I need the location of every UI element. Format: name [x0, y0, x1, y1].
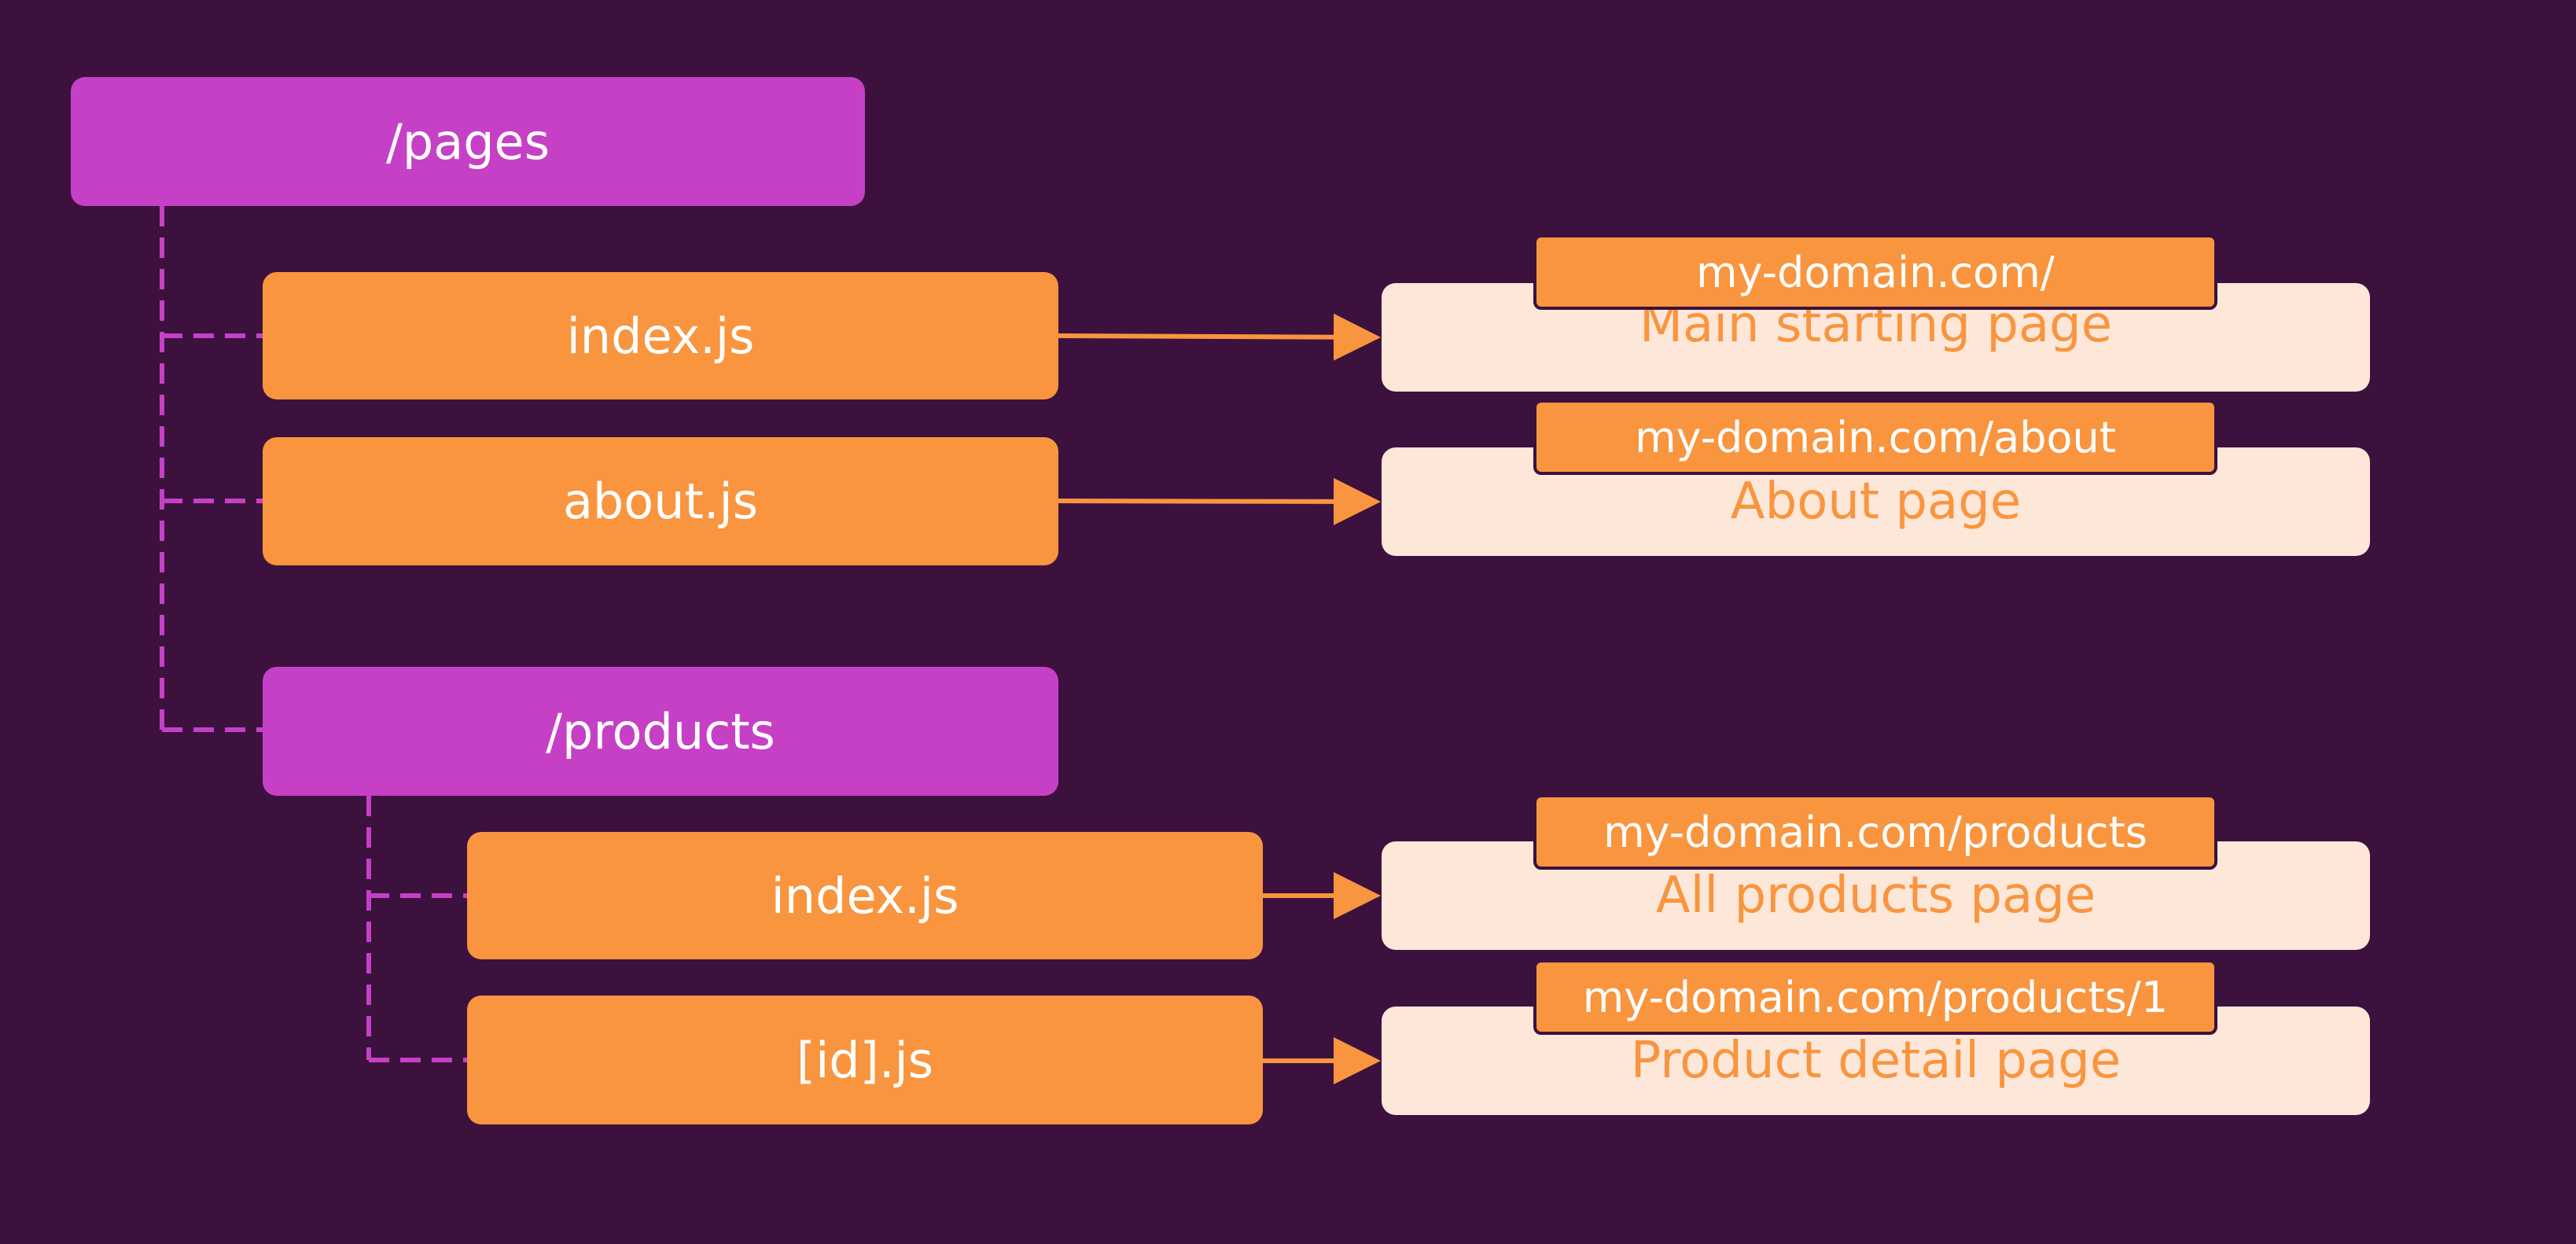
file-products-id-js-label: [id].js: [796, 1031, 934, 1089]
file-products-index-js: index.js: [467, 832, 1263, 959]
route-description: Product detail page: [1630, 1032, 2122, 1090]
route-url-tab: my-domain.com/products/1: [1533, 959, 2217, 1035]
folder-pages-label: /pages: [385, 112, 550, 171]
file-about-js-label: about.js: [562, 473, 759, 530]
folder-pages: /pages: [71, 77, 865, 206]
route-url: my-domain.com/products/1: [1582, 972, 2169, 1022]
folder-products: /products: [263, 667, 1058, 796]
file-index-js: index.js: [263, 272, 1058, 399]
route-url-tab: my-domain.com/about: [1533, 399, 2217, 475]
file-about-js: about.js: [263, 437, 1058, 565]
route-url: my-domain.com/about: [1635, 412, 2116, 462]
route-description: All products page: [1655, 867, 2096, 925]
route-url-tab: my-domain.com/: [1533, 234, 2217, 310]
route-url: my-domain.com/: [1695, 247, 2055, 297]
file-products-index-js-label: index.js: [771, 867, 959, 925]
arrow-about-to-route: [1058, 477, 1381, 525]
route-url: my-domain.com/products: [1603, 807, 2147, 857]
file-index-js-label: index.js: [566, 307, 755, 365]
arrow-index-to-route: [1058, 313, 1381, 361]
folder-products-label: /products: [546, 702, 775, 760]
file-products-id-js: [id].js: [467, 996, 1263, 1124]
route-description: About page: [1730, 473, 2022, 531]
route-url-tab: my-domain.com/products: [1533, 794, 2217, 870]
